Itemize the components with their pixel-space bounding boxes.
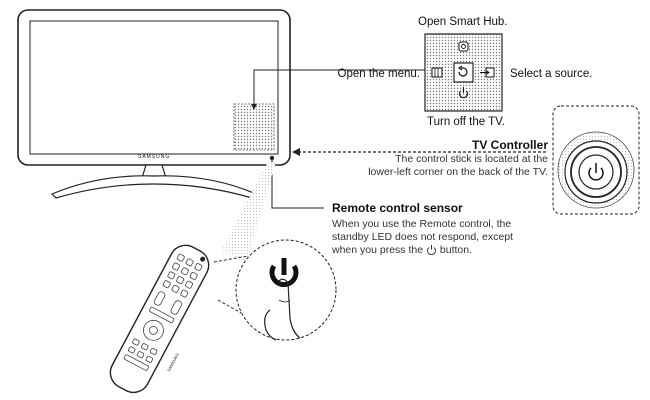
return-icon	[458, 67, 468, 77]
power-icon	[588, 163, 604, 181]
tv-stand-base	[50, 175, 258, 199]
tv-brand-logo: SAMSUNG	[138, 154, 171, 160]
ir-signal-beam	[222, 162, 276, 262]
tv-controller-highlight	[233, 103, 275, 151]
power-button-callout	[213, 239, 337, 341]
remote-sensor-desc-line-1: When you use the Remote control, the	[332, 218, 512, 230]
label-select-source: Select a source.	[510, 68, 593, 80]
label-open-menu: Open the menu.	[337, 68, 420, 80]
remote-sensor-desc-line-2: standby LED does not respond, except	[332, 231, 513, 243]
tv-controller-desc-line-2: lower-left corner on the back of the TV.	[368, 166, 548, 178]
remote-sensor-desc-line-3-start: when you press the	[332, 244, 424, 256]
panel-leader-line	[253, 69, 436, 108]
sensor-leader-line	[271, 160, 324, 209]
remote-sensor-desc-line-3: when you press the button.	[332, 244, 472, 257]
remote-sensor-title: Remote control sensor	[332, 201, 463, 215]
tv-sensor-dot	[269, 155, 275, 161]
controller-return-button	[453, 62, 474, 83]
tv-controller-desc-line-1: The control stick is located at the	[395, 153, 548, 165]
smart-hub-icon	[458, 41, 469, 52]
remote-control	[109, 244, 210, 394]
power-icon	[458, 87, 469, 99]
label-turn-off-tv: Turn off the TV.	[427, 116, 505, 128]
controller-callout-arrow	[292, 148, 300, 156]
tv-controller-title: TV Controller	[471, 138, 548, 152]
panel-leader-arrow	[251, 104, 257, 110]
menu-icon	[431, 67, 443, 78]
controller-stick-detail	[552, 105, 640, 215]
power-icon	[269, 258, 299, 288]
tv-illustration	[17, 9, 291, 199]
power-icon	[426, 244, 437, 256]
source-icon	[480, 67, 495, 78]
label-open-smart-hub: Open Smart Hub.	[418, 16, 508, 28]
remote-sensor-desc-line-3-end: button.	[439, 244, 473, 256]
controller-panel	[424, 33, 503, 112]
